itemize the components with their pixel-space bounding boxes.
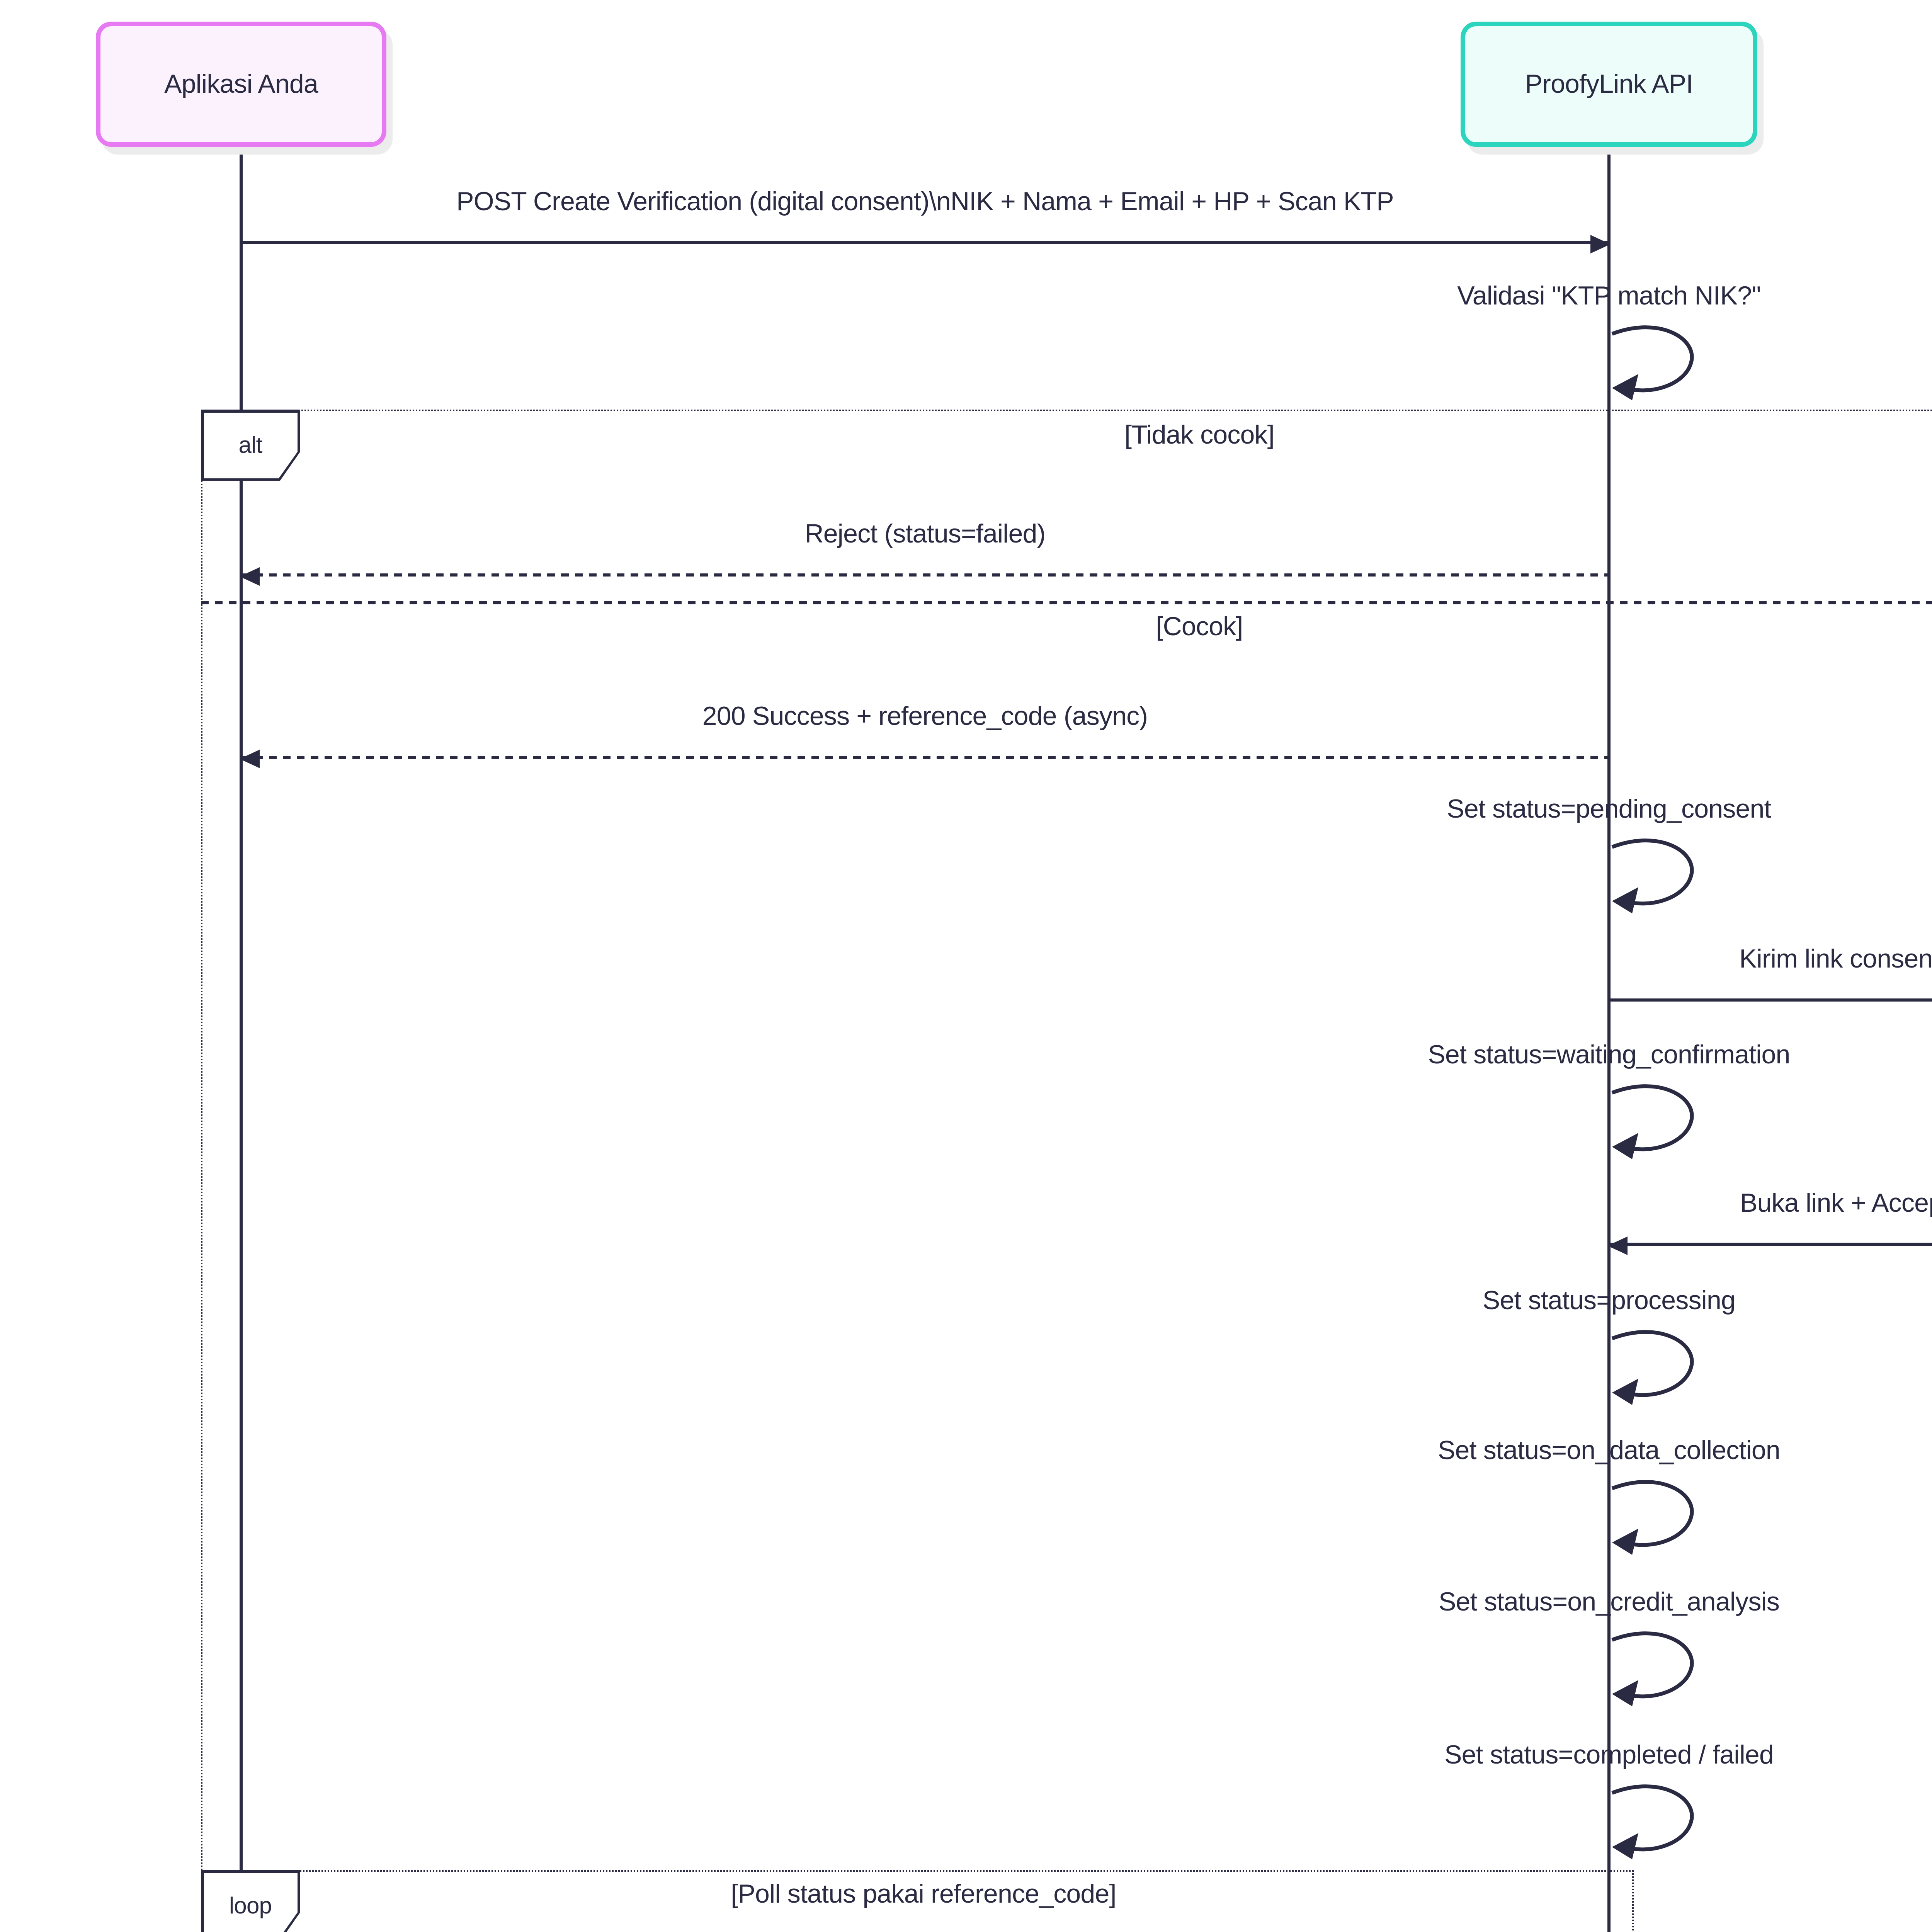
self-loop-arrow-icon [1611, 1330, 1694, 1405]
message-line [1609, 998, 1932, 1002]
alt-branch-2-label: [Cocok] [1156, 612, 1243, 641]
alt-frame [201, 410, 1932, 1932]
alt-divider [201, 601, 1932, 604]
message-reject: Reject (status=failed) [240, 519, 1609, 585]
self-message-on-credit-analysis: Set status=on_credit_analysis [1346, 1587, 1872, 1706]
self-message-validasi: Validasi "KTP match NIK?" [1346, 281, 1872, 400]
message-post-create-verification: POST Create Verification (digital consen… [241, 187, 1611, 253]
alt-frame-label: alt [201, 410, 300, 481]
arrowhead-right-icon [1590, 234, 1611, 253]
actor-proofylink-api-top: ProofyLink API [1461, 22, 1757, 147]
message-text: Buka link + Accept consent [1740, 1189, 1932, 1218]
message-text: 200 Success + reference_code (async) [702, 702, 1148, 731]
message-text: Kirim link consent via email [1739, 944, 1932, 974]
message-buka-link-accept: Buka link + Accept consent [1607, 1189, 1932, 1254]
loop-frame-label: loop [201, 1870, 300, 1932]
message-text: Set status=waiting_confirmation [1428, 1040, 1790, 1070]
message-line [241, 240, 1609, 244]
self-message-pending-consent: Set status=pending_consent [1346, 794, 1872, 913]
message-200-success: 200 Success + reference_code (async) [240, 702, 1609, 767]
self-loop-arrow-icon [1611, 325, 1694, 400]
message-text: Set status=completed / failed [1444, 1740, 1774, 1770]
arrowhead-left-icon [240, 749, 260, 767]
message-text: Set status=processing [1482, 1286, 1736, 1315]
message-text: Set status=on_data_collection [1437, 1436, 1781, 1465]
loop-title: [Poll status pakai reference_code] [731, 1879, 1116, 1909]
message-line [1609, 1242, 1932, 1246]
alt-branch-1-label: [Tidak cocok] [1124, 420, 1274, 450]
alt-frame-label-text: alt [203, 412, 298, 478]
message-text: Reject (status=failed) [804, 519, 1046, 549]
actor-label: Aplikasi Anda [164, 69, 318, 98]
self-loop-arrow-icon [1611, 1480, 1694, 1555]
message-line [241, 755, 1609, 759]
message-line [241, 573, 1609, 577]
self-message-on-data-collection: Set status=on_data_collection [1346, 1436, 1872, 1555]
self-loop-arrow-icon [1611, 838, 1694, 913]
loop-frame-label-text: loop [203, 1872, 298, 1932]
message-text: Set status=pending_consent [1447, 794, 1771, 824]
self-loop-arrow-icon [1611, 1631, 1694, 1706]
lifeline-api [1607, 147, 1611, 1932]
arrowhead-left-icon [240, 566, 260, 585]
actor-aplikasi-anda-top: Aplikasi Anda [96, 22, 386, 147]
actor-label: ProofyLink API [1525, 69, 1694, 98]
self-loop-arrow-icon [1611, 1784, 1694, 1859]
arrowhead-left-icon [1607, 1236, 1628, 1254]
message-text: Validasi "KTP match NIK?" [1457, 281, 1761, 311]
self-loop-arrow-icon [1611, 1084, 1694, 1159]
self-message-waiting-confirmation: Set status=waiting_confirmation [1346, 1040, 1872, 1159]
message-text: POST Create Verification (digital consen… [456, 187, 1394, 216]
self-message-processing: Set status=processing [1346, 1286, 1872, 1405]
message-text: Set status=on_credit_analysis [1438, 1587, 1780, 1617]
self-message-completed-failed: Set status=completed / failed [1346, 1740, 1872, 1859]
message-kirim-link-consent: Kirim link consent via email [1609, 944, 1932, 1002]
lifeline-app [240, 147, 243, 1932]
